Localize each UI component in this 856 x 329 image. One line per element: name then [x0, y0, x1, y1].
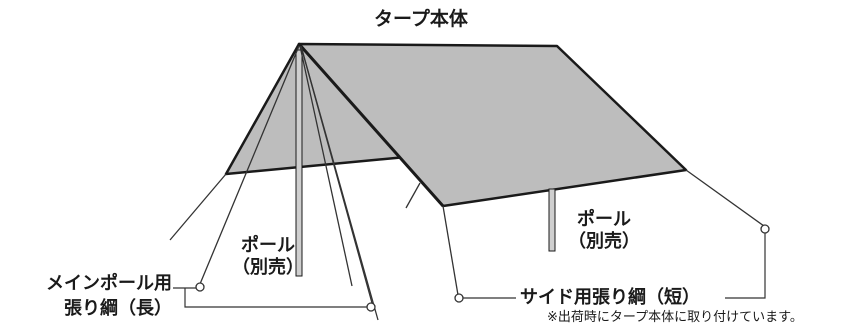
pole-right-label-line2: （別売） — [568, 231, 640, 252]
rope-ring-front — [454, 293, 464, 303]
side-pole-right — [548, 188, 556, 252]
side-rope-label: サイド用張り綱（短） — [520, 287, 700, 308]
rope-apex-right2 — [300, 45, 379, 321]
rope-left-corner — [169, 173, 227, 241]
rope-right-corner — [685, 169, 765, 227]
pole-left-label: ポール （別売） — [231, 237, 305, 277]
rope-ring-mid — [366, 302, 376, 312]
rope-ring-left — [195, 282, 205, 292]
main-pole-left — [295, 49, 303, 277]
rope-apex-mid — [299, 45, 353, 287]
pole-left-label-line1: ポール — [241, 235, 295, 256]
pole-right-label-line1: ポール — [577, 209, 631, 230]
rope-ring-right — [760, 224, 770, 234]
main-pole-rope-label: メインポール用 張り綱（長） — [12, 273, 172, 320]
tarp-ridge-edge — [297, 43, 445, 207]
main-pole-rope-label-line2: 張り綱（長） — [64, 297, 172, 319]
pole-right-label: ポール （別売） — [567, 211, 641, 251]
tarp-body-label: タープ本体 — [374, 8, 468, 30]
pole-left-label-line2: （別売） — [232, 257, 304, 278]
rope-apex-left — [199, 45, 300, 285]
rope-mid-short — [405, 182, 421, 209]
rope-front-corner — [442, 205, 459, 296]
leader-main-rope-bracket — [184, 288, 367, 308]
side-rope-note: ※出荷時にタープ本体に取り付けています。 — [547, 310, 803, 325]
main-pole-rope-label-line1: メインポール用 — [46, 273, 172, 294]
leader-side-rope-right — [725, 233, 766, 299]
